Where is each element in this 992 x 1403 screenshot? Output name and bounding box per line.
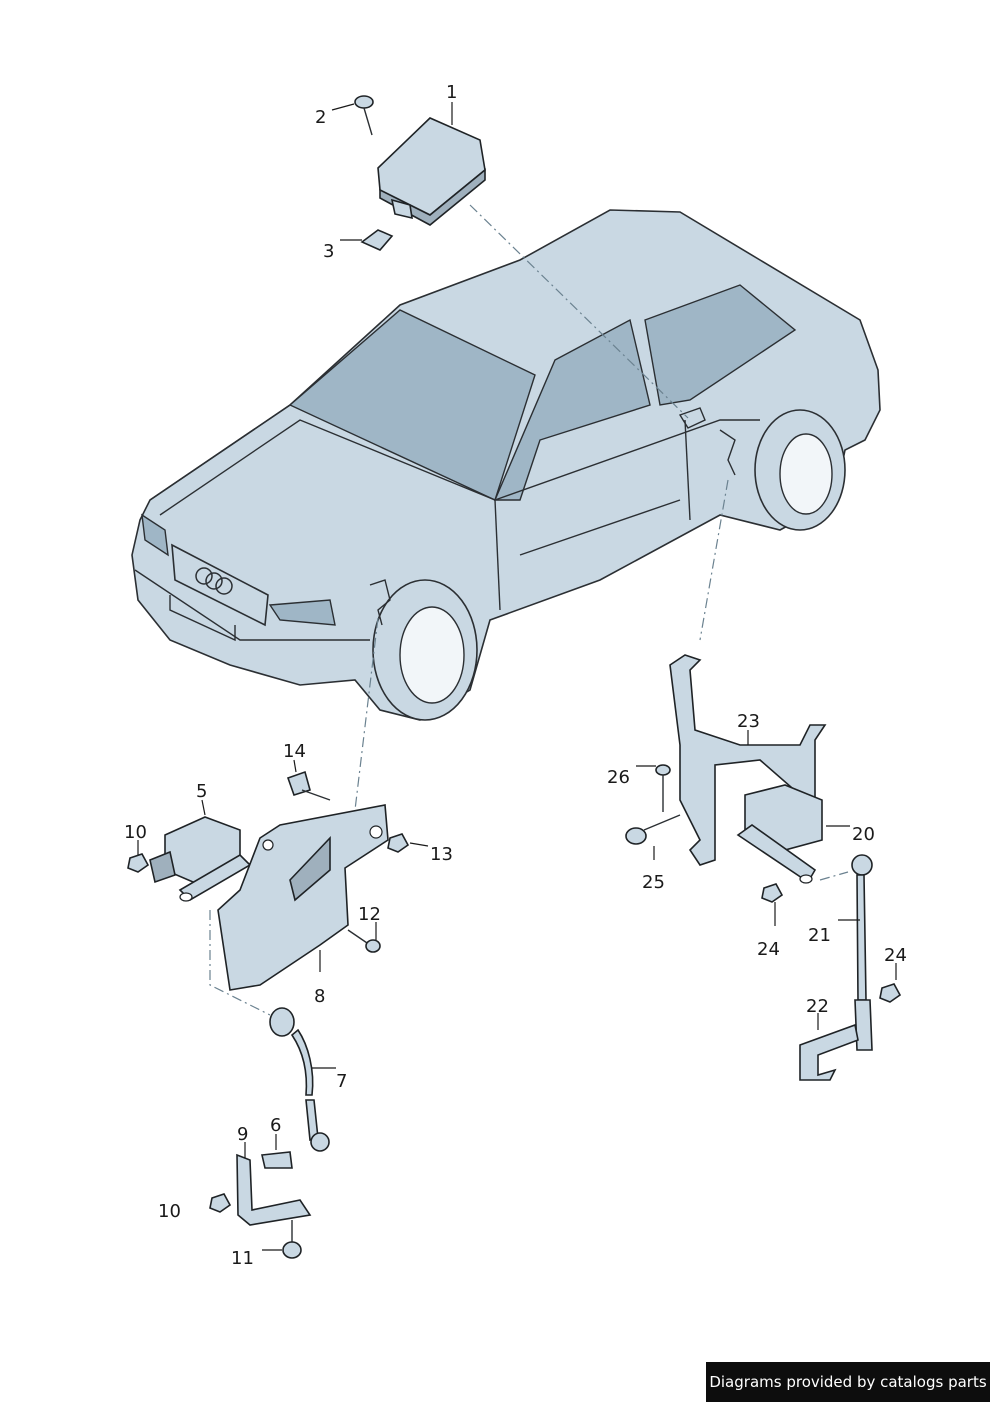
callout-12: 12 [358, 904, 381, 925]
callout-3: 3 [323, 241, 334, 262]
clip-part-6 [261, 1151, 293, 1169]
screw-part-11 [282, 1220, 302, 1259]
footer-badge: Diagrams provided by catalogs parts [706, 1362, 990, 1402]
callout-21: 21 [808, 925, 831, 946]
callout-22: 22 [806, 996, 829, 1017]
callout-7: 7 [336, 1071, 347, 1092]
bracket-part-23 [669, 654, 827, 866]
screw-part-14 [286, 770, 331, 801]
callout-labels: 1 2 3 14 5 10 13 12 8 7 9 6 10 11 23 26 … [124, 82, 907, 1269]
callout-24-right: 24 [884, 945, 907, 966]
bracket-part-9 [236, 1153, 312, 1226]
callout-10: 10 [124, 822, 147, 843]
rear-wheel [754, 409, 846, 531]
callout-11: 11 [231, 1248, 254, 1269]
callout-9: 9 [237, 1124, 248, 1145]
bracket-part-8 [217, 804, 389, 991]
level-sensor-part-20 [736, 784, 823, 884]
callout-6: 6 [270, 1115, 281, 1136]
nut-part-10 [127, 853, 150, 873]
connection-lines [209, 204, 849, 1016]
car-illustration [131, 209, 881, 721]
leader-lines [137, 102, 897, 1251]
footer-text: Diagrams provided by catalogs parts [709, 1373, 987, 1391]
nut-part-24-lower [879, 983, 902, 1003]
callout-14: 14 [283, 741, 306, 762]
callout-23: 23 [737, 711, 760, 732]
callout-1: 1 [446, 82, 457, 103]
callout-25: 25 [642, 872, 665, 893]
callout-13: 13 [430, 844, 453, 865]
screw-part-2 [354, 95, 374, 136]
callout-5: 5 [196, 781, 207, 802]
level-sensor-part-5 [149, 816, 252, 902]
callout-26: 26 [607, 767, 630, 788]
nut-part-24 [761, 883, 784, 903]
screw-part-12 [347, 929, 381, 953]
screw-part-25 [625, 814, 681, 845]
callout-20: 20 [852, 824, 875, 845]
coupling-rod-part-7 [269, 1007, 330, 1152]
callout-10-lower: 10 [158, 1201, 181, 1222]
rivet-part-26 [655, 764, 671, 812]
front-wheel [372, 579, 478, 721]
nut-part-13 [387, 833, 410, 853]
callout-8: 8 [314, 986, 325, 1007]
callout-2: 2 [315, 107, 326, 128]
bracket-part-22 [799, 1023, 859, 1081]
callout-24: 24 [757, 939, 780, 960]
clip-nut-part-3 [360, 229, 394, 251]
control-unit-part-1 [377, 117, 486, 226]
coupling-rod-part-21 [851, 854, 873, 1051]
nut-part-10-lower [209, 1193, 232, 1213]
audi-rings-icon [195, 567, 233, 595]
